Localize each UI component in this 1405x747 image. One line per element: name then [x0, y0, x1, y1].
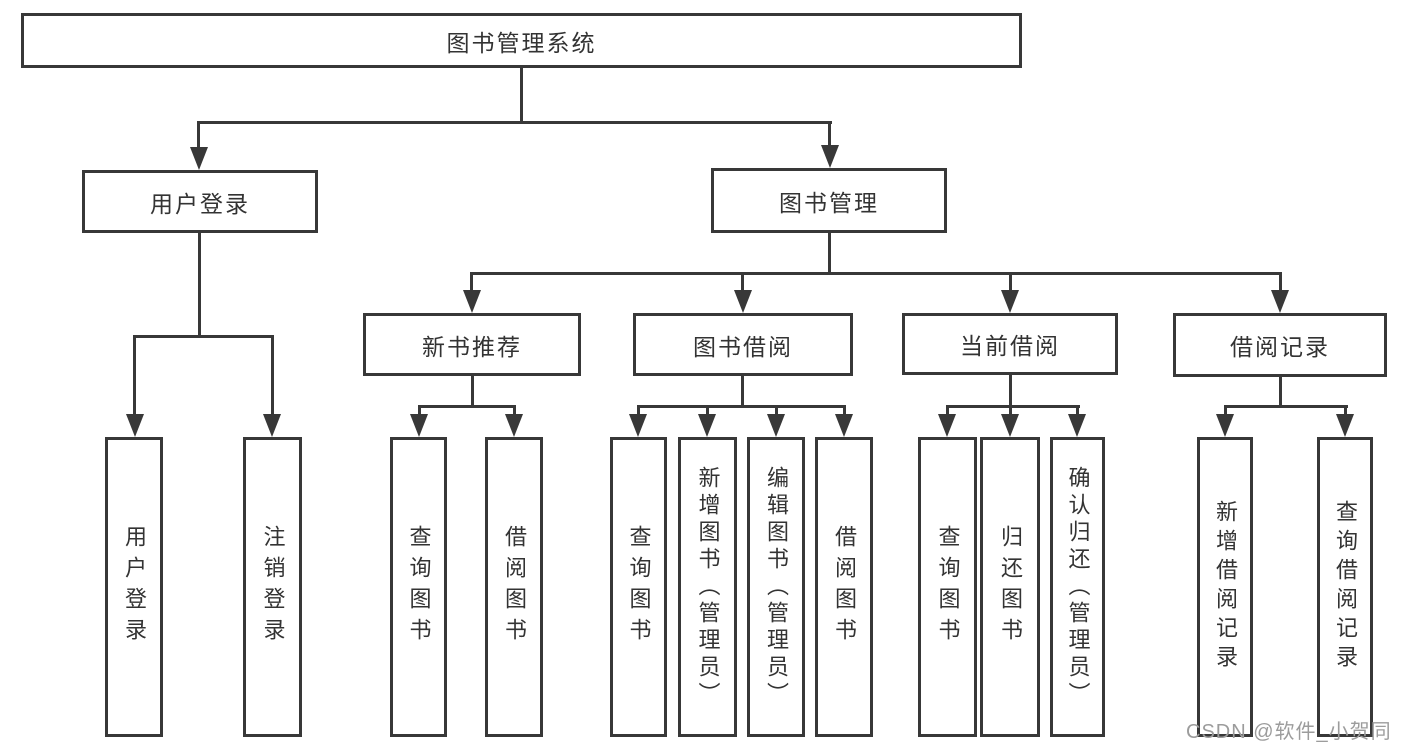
connector-line [843, 405, 846, 414]
connector-line [741, 272, 744, 290]
connector-line [197, 121, 832, 124]
node-book-borrow: 图书借阅 [633, 313, 853, 376]
leaf-edit-book-admin: 编辑图书（管理员） [747, 437, 805, 737]
leaf-query-borrow-record: 查询借阅记录 [1317, 437, 1373, 737]
connector-line [133, 335, 274, 338]
leaf-query-book-borrow: 查询图书 [610, 437, 667, 737]
connector-line [1009, 272, 1012, 290]
csdn-watermark: CSDN @软件_小贺同学 [1186, 721, 1392, 743]
leaf-borrow-book-recommend: 借阅图书 [485, 437, 543, 737]
connector-line [1224, 405, 1348, 408]
connector-line [198, 233, 201, 335]
connector-line [197, 121, 200, 147]
leaf-confirm-return-admin: 确认归还（管理员） [1050, 437, 1105, 737]
connector-line [470, 272, 1282, 275]
leaf-logout: 注销登录 [243, 437, 302, 737]
connector-arrowhead [698, 414, 716, 437]
connector-arrowhead [126, 414, 144, 437]
connector-arrowhead [410, 414, 428, 437]
connector-line [946, 405, 1080, 408]
node-root: 图书管理系统 [21, 13, 1022, 68]
connector-line [1344, 405, 1347, 414]
connector-arrowhead [938, 414, 956, 437]
connector-line [133, 335, 136, 414]
connector-line [775, 405, 778, 414]
leaf-query-book-recommend: 查询图书 [390, 437, 447, 737]
node-book-management: 图书管理 [711, 168, 947, 233]
node-borrow-record: 借阅记录 [1173, 313, 1387, 377]
connector-line [946, 405, 949, 414]
leaf-borrow-book: 借阅图书 [815, 437, 873, 737]
connector-arrowhead [1216, 414, 1234, 437]
connector-arrowhead [1001, 290, 1019, 313]
connector-arrowhead [505, 414, 523, 437]
connector-line [520, 68, 523, 124]
connector-arrowhead [1271, 290, 1289, 313]
node-user-login: 用户登录 [82, 170, 318, 233]
connector-line [1279, 377, 1282, 408]
connector-line [637, 405, 846, 408]
connector-line [471, 376, 474, 408]
leaf-user-login: 用户登录 [105, 437, 163, 737]
connector-line [271, 335, 274, 414]
connector-arrowhead [1336, 414, 1354, 437]
node-new-book-recommend: 新书推荐 [363, 313, 581, 376]
leaf-query-book-current: 查询图书 [918, 437, 977, 737]
connector-line [1009, 375, 1012, 408]
connector-line [828, 121, 831, 145]
connector-line [1224, 405, 1227, 414]
connector-line [637, 405, 640, 414]
connector-arrowhead [1001, 414, 1019, 437]
connector-arrowhead [1068, 414, 1086, 437]
connector-arrowhead [821, 145, 839, 168]
connector-arrowhead [835, 414, 853, 437]
leaf-add-book-admin: 新增图书（管理员） [678, 437, 737, 737]
connector-line [1279, 272, 1282, 290]
connector-line [1009, 405, 1012, 414]
connector-line [706, 405, 709, 414]
connector-line [418, 405, 516, 408]
connector-line [1076, 405, 1079, 414]
connector-arrowhead [734, 290, 752, 313]
leaf-return-book: 归还图书 [980, 437, 1040, 737]
node-current-borrow: 当前借阅 [902, 313, 1118, 375]
connector-arrowhead [263, 414, 281, 437]
connector-arrowhead [629, 414, 647, 437]
connector-arrowhead [463, 290, 481, 313]
connector-arrowhead [767, 414, 785, 437]
connector-line [741, 376, 744, 408]
connector-line [828, 233, 831, 274]
leaf-add-borrow-record: 新增借阅记录 [1197, 437, 1253, 737]
connector-line [513, 405, 516, 414]
connector-arrowhead [190, 147, 208, 170]
connector-line [470, 272, 473, 290]
connector-line [418, 405, 421, 414]
